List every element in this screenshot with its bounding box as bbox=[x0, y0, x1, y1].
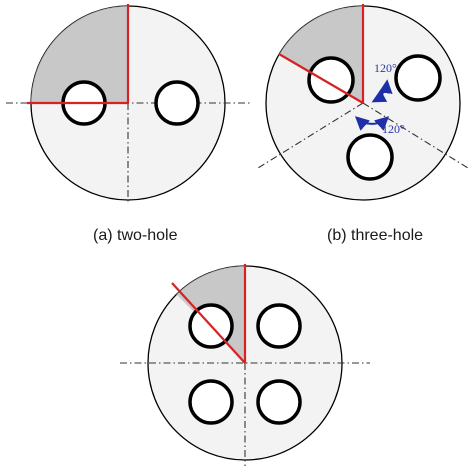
three-hole-angle-label-upper: 120° bbox=[374, 61, 397, 75]
two-hole-hole-right bbox=[154, 80, 200, 126]
diagram-four-hole bbox=[120, 264, 370, 466]
diagram-three-hole: 120° 120° bbox=[257, 4, 469, 201]
four-hole-symmetry-line-diagonal bbox=[171, 282, 246, 364]
three-hole-centerline-lower-left bbox=[257, 102, 364, 169]
three-hole-symmetry-line-diagonal bbox=[278, 53, 364, 104]
three-hole-centerline-lower-right bbox=[362, 102, 469, 169]
three-hole-hole-upper-left bbox=[307, 56, 355, 104]
three-hole-angle-arrow-lower bbox=[354, 116, 390, 131]
two-hole-shaded-sector bbox=[31, 6, 128, 103]
four-hole-hole-top-right bbox=[256, 303, 302, 349]
four-hole-hole-bottom-right bbox=[256, 379, 302, 425]
four-hole-hole-bottom-left bbox=[188, 379, 234, 425]
three-hole-angle-label-lower: 120° bbox=[382, 122, 405, 136]
three-hole-angle-arrow-upper bbox=[371, 79, 393, 103]
three-hole-hole-bottom bbox=[346, 133, 394, 181]
caption-two-hole: (a) two-hole bbox=[93, 227, 178, 244]
three-hole-hole-upper-right bbox=[394, 54, 442, 102]
caption-three-hole: (b) three-hole bbox=[327, 227, 424, 244]
diagram-two-hole bbox=[6, 4, 252, 202]
